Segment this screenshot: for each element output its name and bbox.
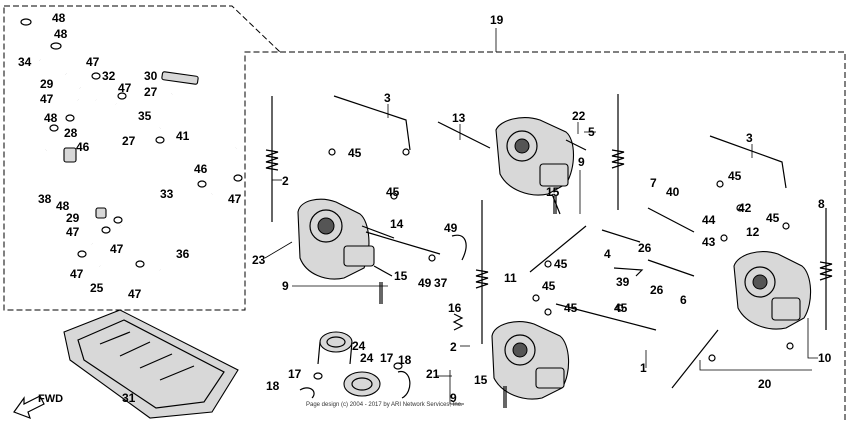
callout-6: 6 (680, 293, 687, 307)
carburetor-assembly-frame (280, 51, 846, 420)
callout-34: 34 (18, 55, 32, 69)
callout-7: 7 (650, 176, 657, 190)
callout-26: 26 (650, 283, 664, 297)
callout-22: 22 (572, 109, 586, 123)
callout-32: 32 (102, 69, 116, 83)
callout-48: 48 (56, 199, 70, 213)
carburetor-rear-right (495, 117, 587, 215)
callout-31: 31 (122, 391, 136, 405)
callout-labels: 48 48 34 47 32 47 29 47 30 27 35 48 28 4… (18, 11, 832, 405)
callout-20: 20 (758, 377, 772, 391)
callout-45: 45 (348, 146, 362, 160)
callout-35: 35 (138, 109, 152, 123)
callout-48: 48 (52, 11, 66, 25)
callout-45: 45 (728, 169, 742, 183)
callout-11: 11 (504, 271, 517, 285)
callout-47: 47 (86, 55, 100, 69)
callout-46: 46 (194, 162, 208, 176)
callout-4: 4 (604, 247, 611, 261)
callout-47: 47 (128, 287, 142, 301)
forward-arrow-icon: FWD (13, 393, 63, 420)
callout-45: 45 (542, 279, 556, 293)
small-hardware (328, 148, 794, 362)
carburetor-front-right (733, 251, 812, 330)
intake-insulators (299, 331, 411, 399)
fwd-label: FWD (38, 393, 63, 405)
callout-47: 47 (70, 267, 84, 281)
callout-47: 47 (110, 242, 124, 256)
callout-40: 40 (666, 185, 680, 199)
callout-47: 47 (118, 81, 132, 95)
callout-25: 25 (90, 281, 104, 295)
callout-15: 15 (474, 373, 488, 387)
callout-14: 14 (390, 217, 404, 231)
callout-33: 33 (160, 187, 174, 201)
spring-rod-assemblies (265, 94, 833, 408)
callout-45: 45 (386, 185, 400, 199)
callout-24: 24 (360, 351, 374, 365)
copyright-notice: Page design (c) 2004 - 2017 by ARI Netwo… (306, 402, 463, 408)
callout-37: 37 (434, 276, 448, 290)
callout-47: 47 (228, 192, 242, 206)
callout-47: 47 (66, 225, 80, 239)
callout-3: 3 (746, 131, 753, 145)
callout-49: 49 (444, 221, 458, 235)
callout-39: 39 (616, 275, 630, 289)
callout-15: 15 (546, 185, 560, 199)
carburetor-rear-left (297, 198, 395, 280)
callout-10: 10 (818, 351, 832, 365)
callout-3: 3 (384, 91, 391, 105)
callout-43: 43 (702, 235, 716, 249)
callout-45: 45 (564, 301, 578, 315)
callout-12: 12 (746, 225, 760, 239)
callout-27: 27 (144, 85, 158, 99)
callout-49: 49 (418, 276, 432, 290)
callout-24: 24 (352, 339, 366, 353)
callout-36: 36 (176, 247, 190, 261)
callout-45: 45 (614, 301, 628, 315)
callout-28: 28 (64, 126, 78, 140)
callout-17: 17 (288, 367, 302, 381)
callout-18: 18 (266, 379, 280, 393)
callout-30: 30 (144, 69, 158, 83)
callout-27: 27 (122, 134, 136, 148)
callout-29: 29 (40, 77, 54, 91)
callout-41: 41 (176, 129, 190, 143)
callout-13: 13 (452, 111, 466, 125)
callout-8: 8 (818, 197, 825, 211)
callout-48: 48 (44, 111, 58, 125)
callout-9: 9 (578, 155, 585, 169)
callout-48: 48 (54, 27, 68, 41)
hose-assembly (20, 18, 243, 272)
linkage-rods (333, 95, 787, 389)
callout-26: 26 (638, 241, 652, 255)
callout-1: 1 (640, 361, 647, 375)
callout-2: 2 (282, 174, 289, 188)
callout-21: 21 (426, 367, 440, 381)
callout-15: 15 (394, 269, 408, 283)
callout-45: 45 (554, 257, 568, 271)
callout-9: 9 (450, 391, 457, 405)
callout-29: 29 (66, 211, 80, 225)
hose-kit-frame (3, 5, 282, 311)
callout-38: 38 (38, 192, 52, 206)
callout-42: 42 (738, 201, 752, 215)
callout-19: 19 (490, 13, 504, 27)
callout-9: 9 (282, 279, 289, 293)
callout-5: 5 (588, 125, 595, 139)
callout-46: 46 (76, 140, 90, 154)
leader-lines (264, 28, 818, 405)
callout-45: 45 (766, 211, 780, 225)
callout-2: 2 (450, 340, 457, 354)
callout-17: 17 (380, 351, 394, 365)
callout-18: 18 (398, 353, 412, 367)
air-box (63, 309, 239, 419)
callout-44: 44 (702, 213, 716, 227)
callout-47: 47 (40, 92, 54, 106)
carburetor-front-left (491, 321, 570, 400)
callout-16: 16 (448, 301, 462, 315)
callout-23: 23 (252, 253, 266, 267)
